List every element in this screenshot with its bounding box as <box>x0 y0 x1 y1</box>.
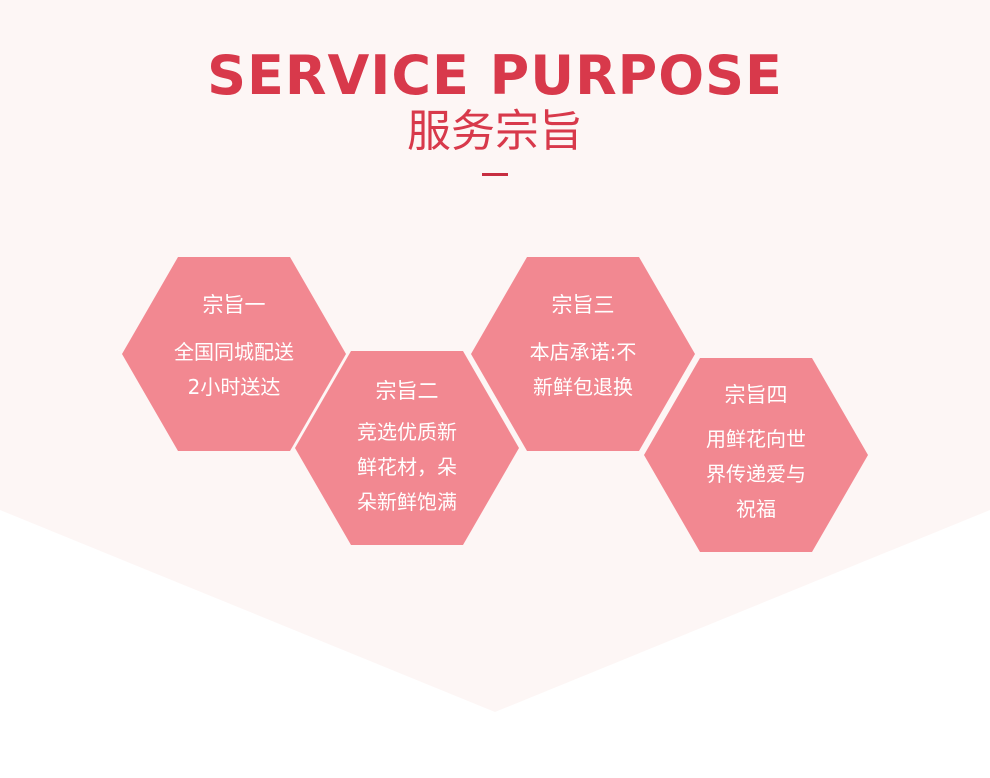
purpose-hexagon-line: 本店承诺:不 <box>529 340 637 364</box>
purpose-hexagon-text: 竞选优质新 鲜花材，朵 朵新鲜饱满 <box>295 415 519 520</box>
purpose-hexagon-title: 宗旨一 <box>202 293 266 317</box>
purpose-hexagon-line: 朵新鲜饱满 <box>357 490 457 514</box>
purpose-hexagon-1: 宗旨一 全国同城配送 2小时送达 <box>122 257 346 451</box>
purpose-hexagon-line: 鲜花材，朵 <box>357 455 457 479</box>
purpose-hexagon-line: 用鲜花向世 <box>706 427 806 451</box>
purpose-hexagon-line: 界传递爱与 <box>706 462 806 486</box>
purpose-hexagon-line: 竞选优质新 <box>357 420 457 444</box>
purpose-hexagon-text: 用鲜花向世 界传递爱与 祝福 <box>644 422 868 527</box>
purpose-hexagon-title: 宗旨二 <box>375 379 439 403</box>
purpose-hexagon-line: 全国同城配送 <box>174 340 294 364</box>
title-divider <box>482 173 508 176</box>
purpose-hexagon-text: 本店承诺:不 新鲜包退换 <box>471 335 695 405</box>
page-subtitle: 服务宗旨 <box>407 106 583 157</box>
purpose-hexagon-text: 全国同城配送 2小时送达 <box>122 335 346 405</box>
page-title: SERVICE PURPOSE <box>207 44 783 107</box>
purpose-hexagon-line: 祝福 <box>736 497 776 521</box>
purpose-hexagon-line: 2小时送达 <box>187 375 281 399</box>
purpose-hexagon-title: 宗旨四 <box>724 383 788 407</box>
purpose-hexagon-title: 宗旨三 <box>551 293 615 317</box>
purpose-hexagon-line: 新鲜包退换 <box>533 375 633 399</box>
